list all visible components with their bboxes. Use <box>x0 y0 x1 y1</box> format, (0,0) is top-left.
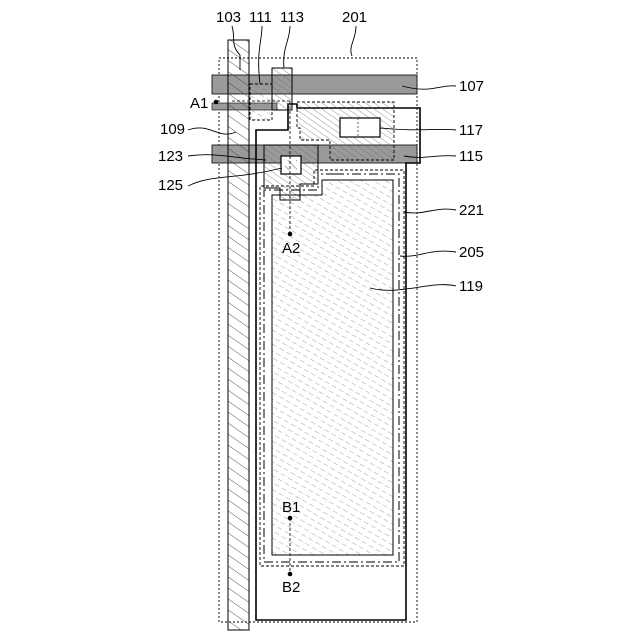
label-A1: A1 <box>190 95 208 112</box>
point-A1 <box>214 100 219 105</box>
point-A2 <box>288 232 293 237</box>
label-115: 115 <box>459 148 483 165</box>
label-109: 109 <box>160 121 185 138</box>
source-line-103 <box>228 40 249 630</box>
label-205: 205 <box>459 244 484 261</box>
point-B1 <box>288 516 293 521</box>
leader-113 <box>284 26 290 68</box>
contact-117 <box>340 118 380 137</box>
point-B2 <box>288 572 293 577</box>
label-119: 119 <box>459 278 483 295</box>
label-103: 103 <box>216 9 241 26</box>
electrode-113 <box>272 68 292 110</box>
label-B1: B1 <box>282 499 300 516</box>
label-201: 201 <box>342 9 367 26</box>
label-113: 113 <box>280 9 304 26</box>
leader-205 <box>400 251 456 256</box>
leader-201 <box>351 26 356 56</box>
label-221: 221 <box>459 202 484 219</box>
label-107: 107 <box>459 78 484 95</box>
label-B2: B2 <box>282 579 300 596</box>
label-117: 117 <box>459 122 483 139</box>
label-111: 111 <box>249 9 272 26</box>
semiconductor-111 <box>250 84 272 120</box>
leader-221 <box>404 209 456 213</box>
label-A2: A2 <box>282 240 300 257</box>
label-123: 123 <box>158 148 183 165</box>
label-125: 125 <box>158 177 183 194</box>
